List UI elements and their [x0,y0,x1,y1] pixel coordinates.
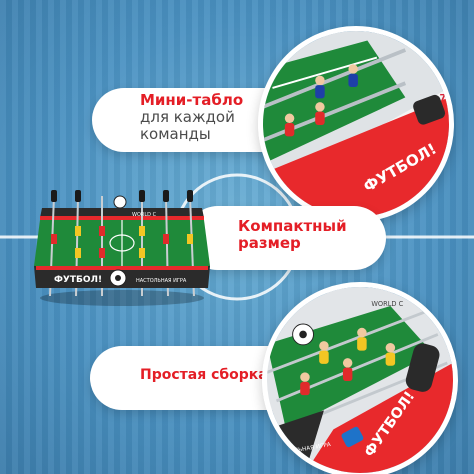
scoreboard-closeup-photo: 1 2 3 4 5 6 7 ФУТБОЛ! [258,26,454,222]
feature-title-assembly: Простая сборка [140,367,268,383]
assembly-closeup-drawing: WORLD C ФУТБОЛ! НАСТОЛЬНАЯ ИГРА [267,287,453,473]
feature-title-compact: Компактный [238,217,347,235]
world-label-product: WORLD C [132,212,157,218]
world-label-closeup: WORLD C [371,300,403,308]
scoreboard-closeup-drawing: 1 2 3 4 5 6 7 ФУТБОЛ! [263,31,449,217]
feature-text-assembly: Простая сборка [140,367,268,384]
subtitle-label-product: НАСТОЛЬНАЯ ИГРА [136,278,187,284]
score-digit-7: 7 [440,93,447,104]
feature-line-scoreboard-2: команды [140,124,211,143]
feature-line-scoreboard-1: для каждой [140,107,235,126]
feature-text-compact: Компактный размер [238,218,347,252]
feature-text-scoreboard: Мини-табло для каждой команды [140,92,243,142]
feature-pill-compact [186,206,386,270]
assembly-closeup-photo: WORLD C ФУТБОЛ! НАСТОЛЬНАЯ ИГРА [262,282,458,474]
feature-title-scoreboard: Мини-табло [140,91,244,109]
foosball-table-product: WORLD C ФУТБОЛ! НАСТОЛЬНАЯ ИГРА [34,190,210,306]
feature-line-compact-1: размер [238,233,301,252]
brand-label-product: ФУТБОЛ! [54,275,102,285]
